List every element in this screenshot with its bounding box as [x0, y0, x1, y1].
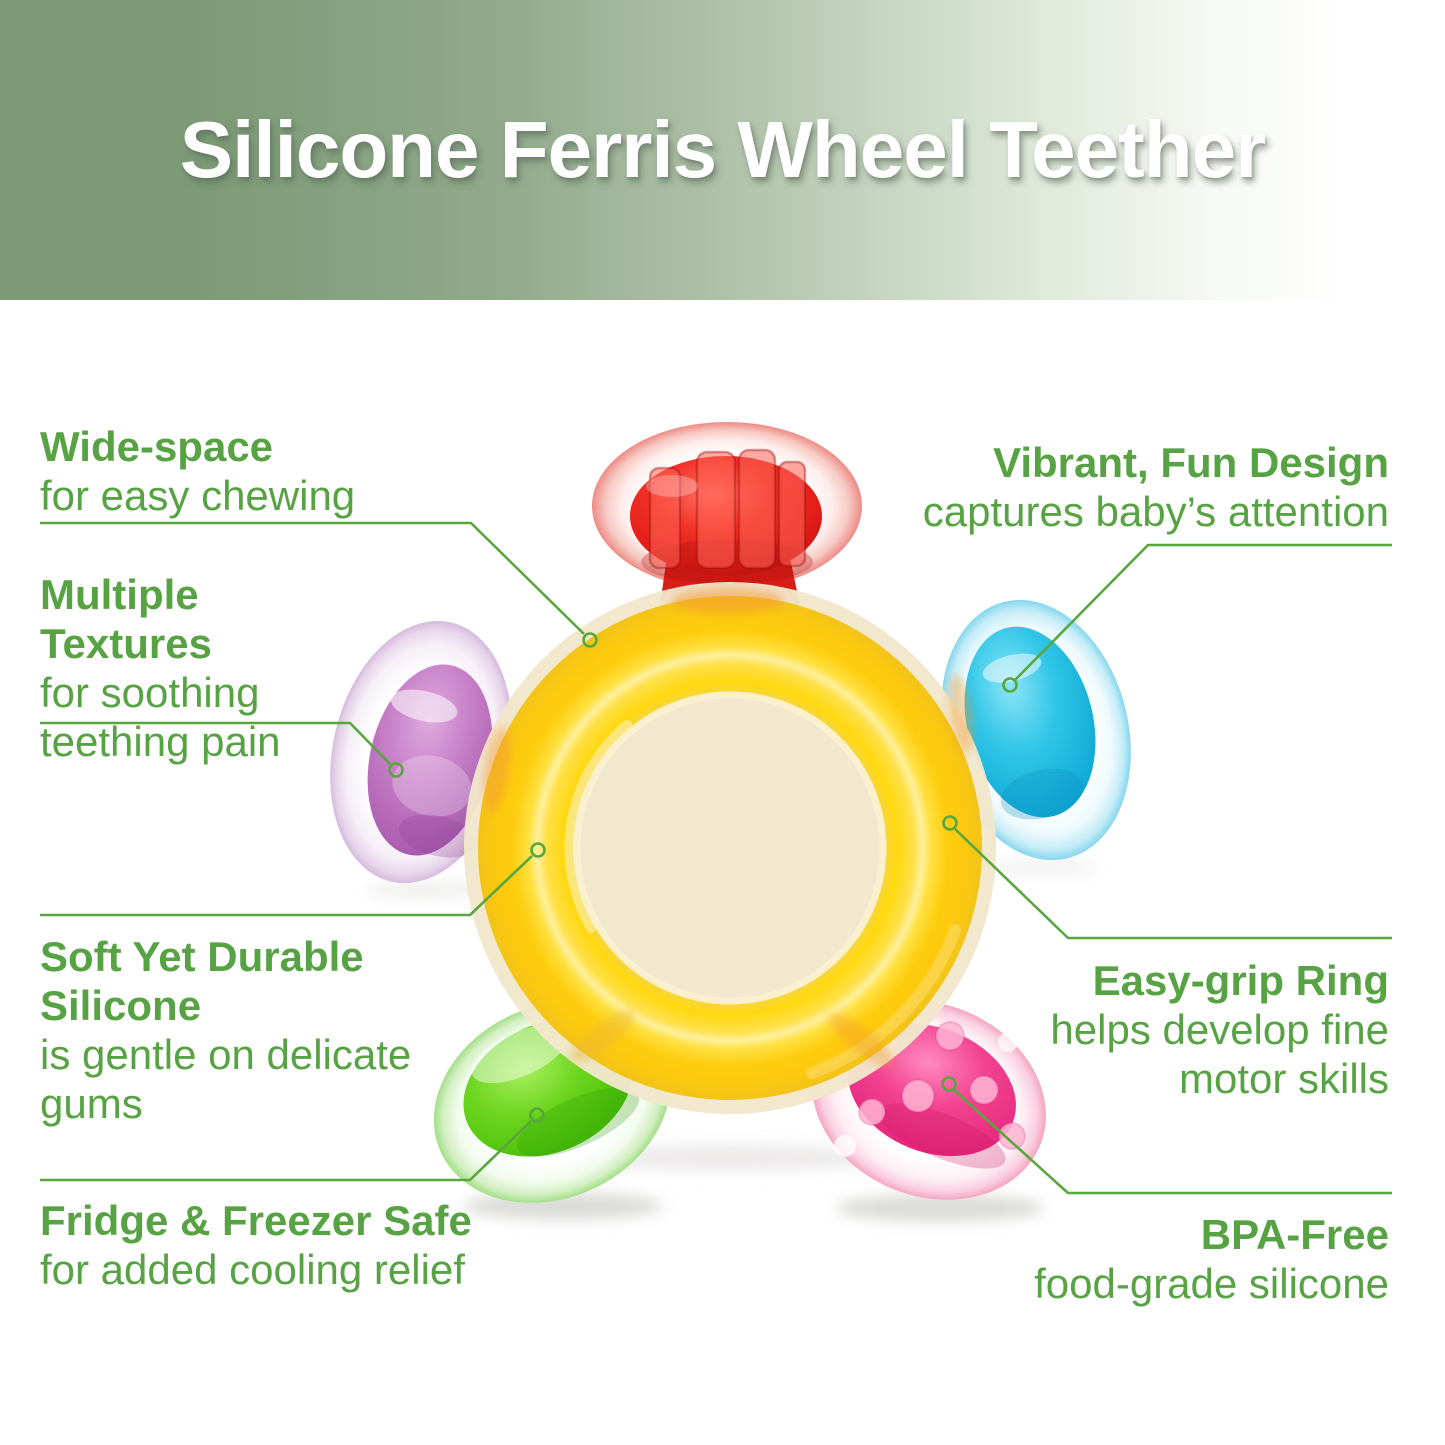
- purple-petal: [330, 620, 512, 884]
- callout-marker-soft-silicone: [530, 842, 546, 858]
- callout-title: Easy-grip Ring: [1092, 957, 1389, 1004]
- callout-description: for easy chewing: [40, 472, 356, 519]
- callout-marker-vibrant-design: [1002, 677, 1018, 693]
- callout-description: for soothing teething pain: [40, 669, 281, 765]
- red-petal-ridges: [648, 448, 807, 570]
- callout-markers: [388, 632, 1018, 1123]
- callout-vibrant-fun-design: Vibrant, Fun Design captures baby’s atte…: [909, 438, 1389, 536]
- callout-multiple-textures: Multiple Textures for soothing teething …: [40, 570, 360, 766]
- yellow-ring: [464, 582, 996, 1114]
- callout-marker-wide-space: [582, 632, 598, 648]
- callout-title: Soft Yet Durable Silicone: [40, 933, 364, 1029]
- callout-description: food-grade silicone: [1034, 1260, 1389, 1307]
- callout-marker-fridge-safe: [529, 1107, 545, 1123]
- callout-description: helps develop fine motor skills: [1050, 1006, 1389, 1102]
- callout-easy-grip-ring: Easy-grip Ring helps develop fine motor …: [1019, 956, 1389, 1103]
- callout-marker-bpa-free: [941, 1076, 957, 1092]
- callout-title: BPA-Free: [1200, 1211, 1389, 1258]
- callout-line-multiple-textures: [40, 721, 392, 766]
- callout-wide-space: Wide-space for easy chewing: [40, 422, 470, 520]
- callout-line-easy-grip: [954, 828, 1392, 940]
- header-banner: Silicone Ferris Wheel Teether: [0, 0, 1445, 300]
- product-shadows: [365, 859, 1099, 1222]
- callout-description: for added cooling relief: [40, 1246, 465, 1293]
- ring-junction-glows: [483, 588, 974, 1067]
- callout-fridge-freezer-safe: Fridge & Freezer Safe for added cooling …: [40, 1196, 520, 1294]
- callout-title: Multiple Textures: [40, 571, 212, 667]
- callout-description: captures baby’s attention: [922, 488, 1389, 535]
- callout-line-vibrant-design: [1014, 543, 1392, 681]
- callout-line-fridge-safe: [40, 1120, 532, 1182]
- red-petal: [592, 422, 862, 606]
- callout-line-bpa-free: [953, 1089, 1392, 1195]
- callout-marker-easy-grip: [942, 815, 958, 831]
- callout-title: Wide-space: [40, 423, 274, 470]
- callout-marker-multiple-textures: [388, 762, 404, 778]
- callout-bpa-free: BPA-Free food-grade silicone: [949, 1210, 1389, 1308]
- callout-lines: [40, 521, 1392, 1195]
- callout-description: is gentle on delicate gums: [40, 1031, 412, 1127]
- callout-soft-durable-silicone: Soft Yet Durable Silicone is gentle on d…: [40, 932, 440, 1128]
- blue-petal: [941, 600, 1131, 860]
- callout-line-soft-silicone: [40, 855, 533, 917]
- page-title: Silicone Ferris Wheel Teether: [179, 105, 1266, 194]
- callout-title: Fridge & Freezer Safe: [40, 1197, 472, 1244]
- callout-line-wide-space: [40, 521, 585, 635]
- callout-title: Vibrant, Fun Design: [993, 439, 1389, 486]
